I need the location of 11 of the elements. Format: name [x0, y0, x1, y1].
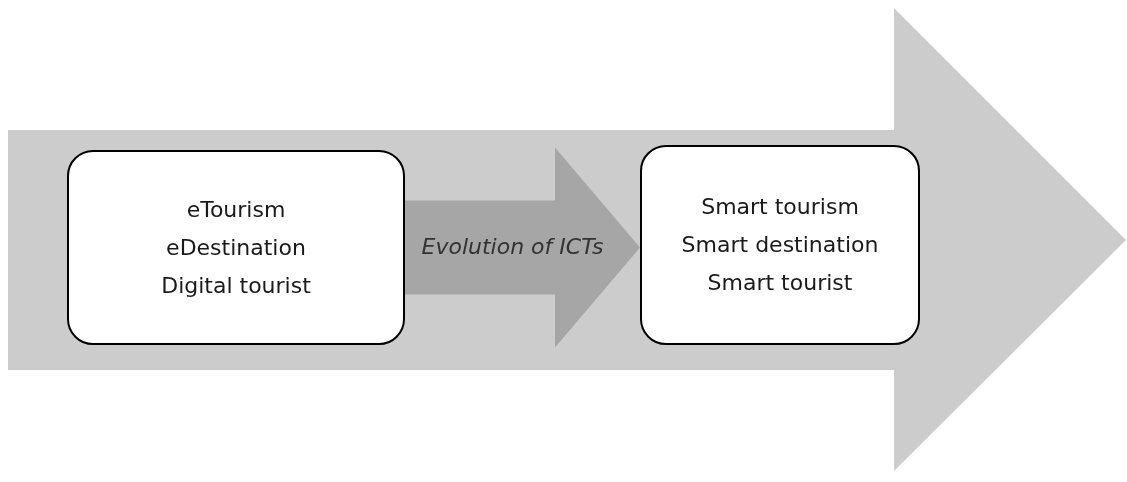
box-text: Smart destination	[681, 231, 879, 259]
box-text: Smart tourist	[707, 269, 853, 297]
rounded-box	[67, 150, 405, 345]
arrow-shape	[8, 8, 1126, 471]
block-arrow	[405, 147, 640, 348]
edge-label: Evolution of ICTs	[420, 235, 605, 258]
box-text: Smart tourism	[701, 193, 859, 221]
box-text: eDestination	[166, 233, 306, 262]
box-text: Digital tourist	[161, 271, 311, 300]
box-text: eTourism	[186, 195, 286, 224]
rounded-box	[640, 145, 920, 345]
